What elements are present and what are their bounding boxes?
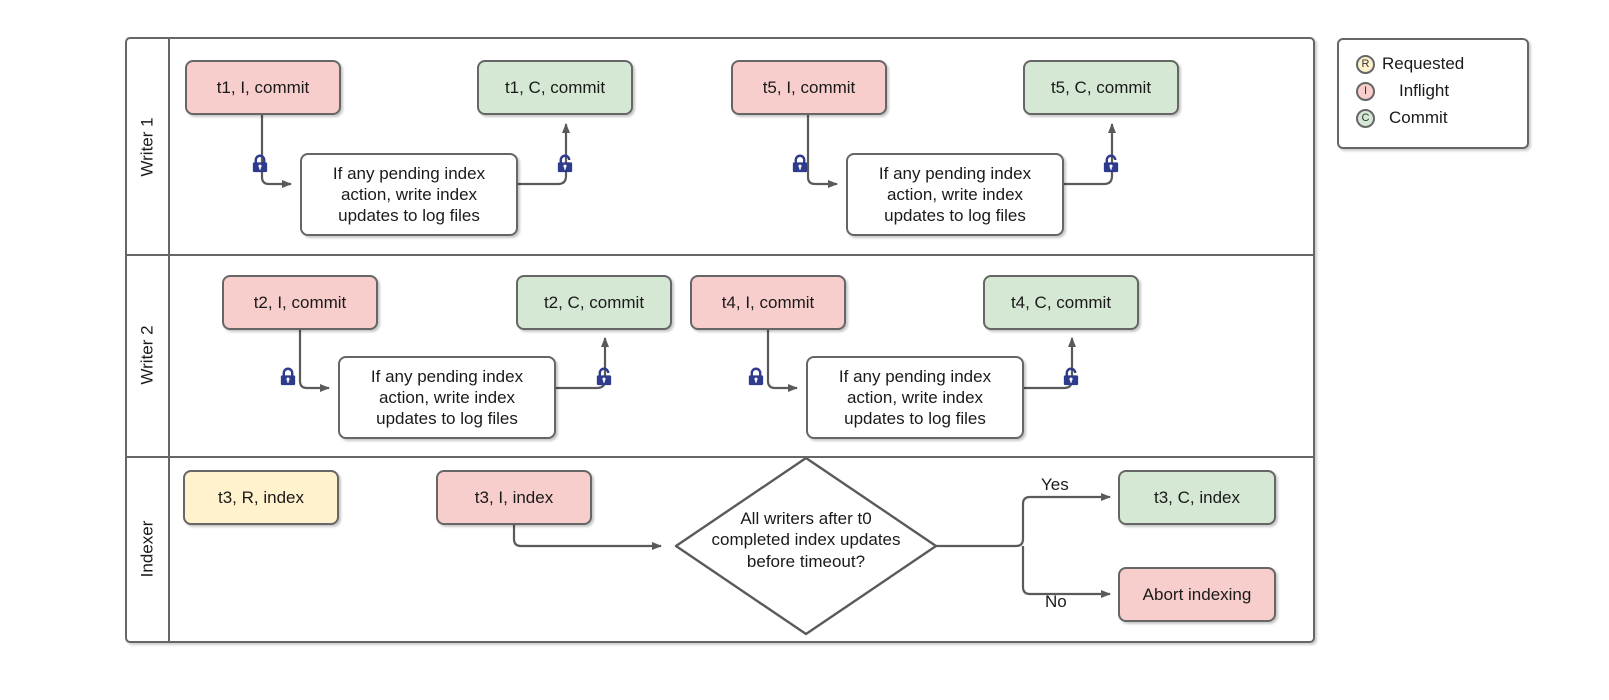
lane-header-indexer: Indexer bbox=[127, 456, 170, 642]
legend-item-requested: R Requested bbox=[1356, 51, 1527, 77]
node-t5-inflight[interactable]: t5, I, commit bbox=[731, 60, 887, 115]
legend-label-inflight: Inflight bbox=[1399, 81, 1450, 100]
edge-label-yes: Yes bbox=[1041, 475, 1069, 494]
lock-open-icon bbox=[557, 154, 573, 173]
node-t1-index-task[interactable]: If any pending index action, write index… bbox=[300, 153, 518, 236]
lock-open-icon bbox=[596, 367, 612, 386]
node-t1-inflight[interactable]: t1, I, commit bbox=[185, 60, 341, 115]
commit-status-icon: C bbox=[1356, 108, 1375, 128]
node-t3-inflight[interactable]: t3, I, index bbox=[436, 470, 592, 525]
lock-closed-icon bbox=[748, 367, 764, 386]
node-t1-commit[interactable]: t1, C, commit bbox=[477, 60, 633, 115]
node-abort-indexing[interactable]: Abort indexing bbox=[1118, 567, 1276, 622]
lane-header-writer1: Writer 1 bbox=[127, 39, 170, 254]
lane-divider-2 bbox=[127, 456, 1313, 458]
lock-open-icon bbox=[1063, 367, 1079, 386]
inflight-status-icon: I bbox=[1356, 81, 1375, 101]
status-legend: R Requested I Inflight C Commit bbox=[1337, 38, 1529, 149]
node-t5-index-task[interactable]: If any pending index action, write index… bbox=[846, 153, 1064, 236]
swimlane-pool: Writer 1 Writer 2 Indexer bbox=[125, 37, 1315, 643]
node-t4-inflight[interactable]: t4, I, commit bbox=[690, 275, 846, 330]
node-t5-commit[interactable]: t5, C, commit bbox=[1023, 60, 1179, 115]
lock-open-icon bbox=[1103, 154, 1119, 173]
lock-closed-icon bbox=[252, 154, 268, 173]
lock-closed-icon bbox=[792, 154, 808, 173]
lane-label-indexer: Indexer bbox=[137, 520, 157, 578]
node-t2-index-task[interactable]: If any pending index action, write index… bbox=[338, 356, 556, 439]
node-t3-commit[interactable]: t3, C, index bbox=[1118, 470, 1276, 525]
legend-label-requested: Requested bbox=[1382, 54, 1465, 73]
lane-label-writer1: Writer 1 bbox=[137, 116, 157, 177]
lane-divider-1 bbox=[127, 254, 1313, 256]
lane-header-writer2: Writer 2 bbox=[127, 254, 170, 456]
node-t4-index-task[interactable]: If any pending index action, write index… bbox=[806, 356, 1024, 439]
lock-closed-icon bbox=[280, 367, 296, 386]
legend-item-inflight: I Inflight bbox=[1356, 78, 1527, 104]
node-t3-requested[interactable]: t3, R, index bbox=[183, 470, 339, 525]
edge-label-no: No bbox=[1045, 592, 1067, 611]
node-t4-commit[interactable]: t4, C, commit bbox=[983, 275, 1139, 330]
legend-label-commit: Commit bbox=[1389, 108, 1448, 127]
lane-label-writer2: Writer 2 bbox=[137, 325, 157, 385]
requested-status-icon: R bbox=[1356, 54, 1375, 74]
legend-item-commit: C Commit bbox=[1356, 105, 1527, 131]
node-t2-inflight[interactable]: t2, I, commit bbox=[222, 275, 378, 330]
node-t2-commit[interactable]: t2, C, commit bbox=[516, 275, 672, 330]
